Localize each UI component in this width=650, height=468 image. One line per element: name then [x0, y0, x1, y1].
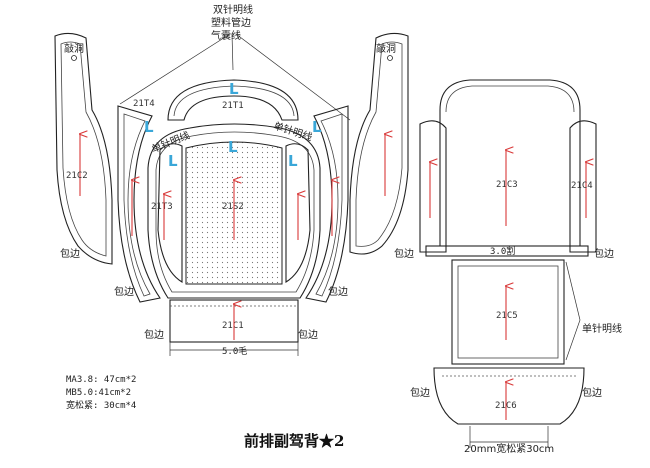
cut-band [425, 245, 589, 257]
piece-code-21s2: 21S2 [222, 202, 244, 212]
hole-mark-right [387, 55, 393, 61]
edge-label-5: 包边 [594, 247, 614, 260]
piece-code-21c2: 21C2 [66, 171, 88, 181]
piece-21t3-right [285, 143, 311, 283]
label-airbag-line: 气囊线 [211, 29, 241, 42]
piece-code-21c1: 21C1 [222, 321, 244, 331]
dimension-elastic: 20mm宽松紧30cm [464, 442, 554, 455]
piece-code-21c3: 21C3 [496, 180, 518, 190]
direction-mark-l6: L [312, 118, 322, 136]
piece-21t4-right-outline [305, 105, 349, 303]
piece-21c2-outline [54, 32, 113, 265]
direction-mark-l2: L [229, 80, 239, 98]
direction-mark-l4: L [288, 152, 298, 170]
direction-mark-l5: L [228, 138, 238, 156]
top-leader-lines [119, 33, 351, 121]
note-mb: MB5.0:41cm*2 [66, 388, 131, 398]
hole-mark-left [71, 55, 77, 61]
note-ma: MA3.8: 47cm*2 [66, 375, 136, 385]
hole-label-left: 敲洞 [64, 42, 84, 55]
direction-mark-l3: L [168, 152, 178, 170]
piece-21c6-outline [433, 367, 585, 425]
piece-code-21c5: 21C5 [496, 311, 518, 321]
edge-label-4: 包边 [394, 247, 414, 260]
note-elastic: 宽松紧: 30cm*4 [66, 399, 136, 411]
dimension-3mm: 3.0割 [490, 245, 515, 257]
right-seam-leader [565, 261, 581, 361]
sheet-title: 前排副驾背★2 [244, 432, 344, 450]
edge-label-6: 包边 [144, 328, 164, 341]
piece-21c2-right-outline [349, 32, 409, 255]
piece-code-21t3: 21T3 [151, 202, 173, 212]
piece-21c4-right [569, 120, 597, 253]
edge-label-8: 包边 [410, 386, 430, 399]
edge-label-7: 包边 [298, 328, 318, 341]
piece-code-21c4: 21C4 [571, 181, 593, 191]
right-seam-label: 单针明线 [582, 322, 622, 335]
piece-21c3-outline [439, 79, 581, 247]
edge-label-3: 包边 [328, 285, 348, 298]
dimension-5mm: 5.0毛 [222, 345, 247, 357]
edge-label-1: 包边 [60, 247, 80, 260]
piece-21t3-left [157, 143, 183, 283]
piece-21c4-left [419, 120, 447, 253]
piece-21t4-outline [117, 105, 161, 303]
piece-code-21t4: 21T4 [133, 99, 155, 109]
label-double-stitch: 双针明线 [213, 3, 253, 16]
edge-label-9: 包边 [582, 386, 602, 399]
piece-21c5-outline [451, 259, 565, 365]
hole-label-right: 敲洞 [376, 42, 396, 55]
piece-code-21t1: 21T1 [222, 101, 244, 111]
piece-21t1-outline [167, 79, 299, 121]
piece-21s2-frame [147, 123, 321, 299]
edge-label-2: 包边 [114, 285, 134, 298]
label-plastic-piping: 塑料管边 [211, 16, 251, 29]
piece-21c1-outline [169, 299, 299, 343]
direction-mark-l1: L [144, 118, 154, 136]
